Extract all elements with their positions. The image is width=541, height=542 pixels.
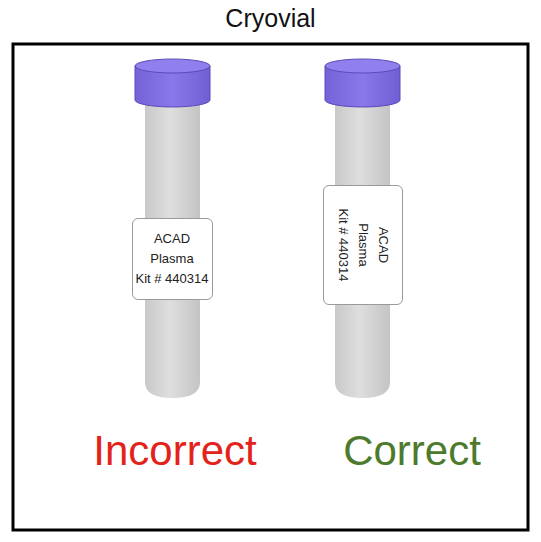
vial-right [325,59,400,398]
label-text: Kit # 440314 [135,269,208,289]
label-text: Plasma [150,249,193,269]
label-text: Kit # 440314 [333,208,353,281]
label-text-group: ACADPlasmaKit # 440314 [324,186,402,304]
vial-label: ACADPlasmaKit # 440314 [323,185,403,305]
frame [13,44,528,530]
vial-label: ACADPlasmaKit # 440314 [132,218,213,300]
label-text: Plasma [353,223,373,266]
label-text-group: ACADPlasmaKit # 440314 [133,219,212,299]
diagram-title: Cryovial [0,4,541,33]
vial-cap-top [325,59,400,73]
vial-cap-top [135,59,210,73]
label-text: ACAD [154,229,190,249]
label-text: ACAD [373,227,393,263]
correct-label: Correct [343,428,481,474]
incorrect-label: Incorrect [93,428,256,474]
